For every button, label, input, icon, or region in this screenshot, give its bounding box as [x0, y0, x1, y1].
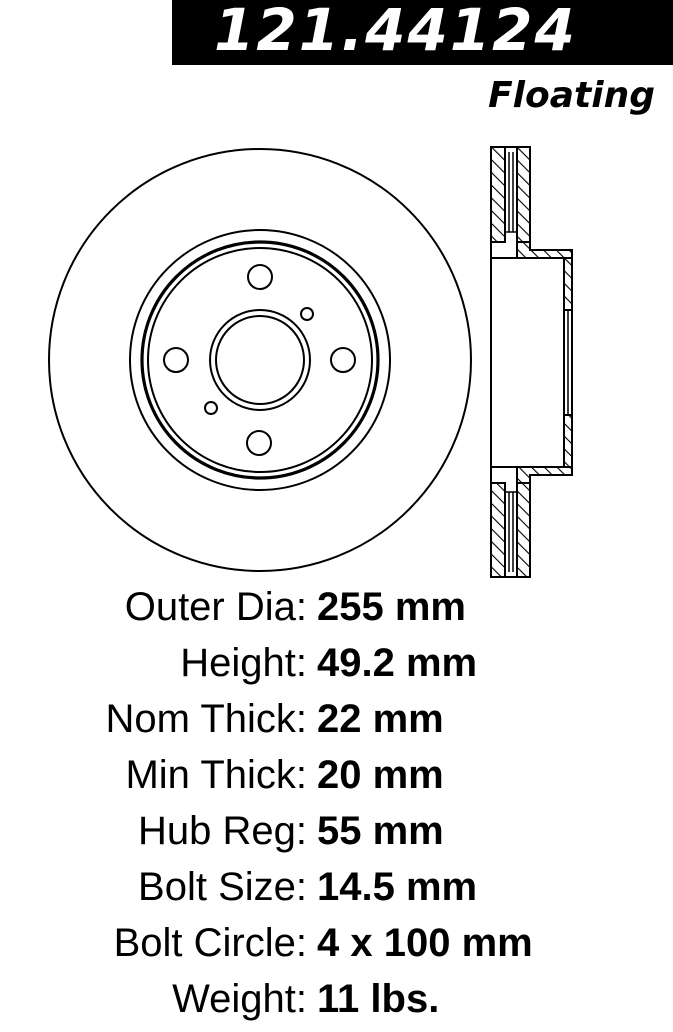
hat-inner-circle	[147, 247, 373, 473]
hat-face-bottom	[563, 414, 573, 468]
bolt-hole-bottom	[246, 430, 272, 456]
spec-label: Hub Reg:	[138, 809, 307, 853]
spec-row-outer-dia: Outer Dia: 255 mm	[0, 584, 673, 640]
hat-step-circle	[140, 240, 380, 480]
rotor-type-label: Floating	[488, 75, 655, 116]
spec-row-nom-thick: Nom Thick: 22 mm	[0, 696, 673, 752]
rotor-front-view	[48, 148, 472, 572]
spec-value: 255 mm	[317, 585, 466, 629]
locator-hole-upper	[300, 307, 314, 321]
bottom-inner-plate	[516, 482, 531, 578]
part-number: 121.44124	[214, 0, 577, 64]
rotor-side-view	[490, 146, 573, 578]
spec-value: 20 mm	[317, 753, 444, 797]
bolt-hole-right	[330, 347, 356, 373]
part-number-banner: 121.44124	[172, 0, 673, 65]
spec-label: Height:	[180, 641, 307, 685]
hub-bore-inner	[215, 315, 305, 405]
outer-rim-circle	[48, 148, 472, 572]
hat-top-wall	[516, 241, 573, 259]
spec-row-height: Height: 49.2 mm	[0, 640, 673, 696]
hub-bore-outer	[209, 309, 311, 411]
spec-row-min-thick: Min Thick: 20 mm	[0, 752, 673, 808]
bottom-outer-plate	[490, 482, 506, 578]
hat-face-top	[563, 257, 573, 311]
spec-label: Outer Dia:	[124, 585, 307, 629]
bolt-hole-top	[247, 264, 273, 290]
spec-label: Bolt Size:	[138, 865, 307, 909]
spec-label: Bolt Circle:	[113, 921, 307, 965]
spec-row-bolt-size: Bolt Size: 14.5 mm	[0, 864, 673, 920]
hat-bottom-wall	[516, 466, 573, 484]
spec-value: 11 lbs.	[317, 977, 440, 1021]
spec-row-hub-reg: Hub Reg: 55 mm	[0, 808, 673, 864]
spec-value: 14.5 mm	[317, 865, 478, 909]
locator-hole-lower	[204, 401, 218, 415]
spec-value: 22 mm	[317, 697, 444, 741]
spec-label: Min Thick:	[125, 753, 307, 797]
spec-label: Weight:	[172, 977, 307, 1021]
spec-value: 4 x 100 mm	[317, 921, 533, 965]
hat-outer-circle	[129, 229, 391, 491]
top-inner-plate	[516, 146, 531, 243]
spec-value: 55 mm	[317, 809, 444, 853]
spec-row-bolt-circle: Bolt Circle: 4 x 100 mm	[0, 920, 673, 976]
spec-label: Nom Thick:	[105, 697, 307, 741]
spec-value: 49.2 mm	[317, 641, 478, 685]
spec-row-weight: Weight: 11 lbs.	[0, 976, 673, 1032]
top-outer-plate	[490, 146, 506, 243]
bolt-hole-left	[163, 347, 189, 373]
